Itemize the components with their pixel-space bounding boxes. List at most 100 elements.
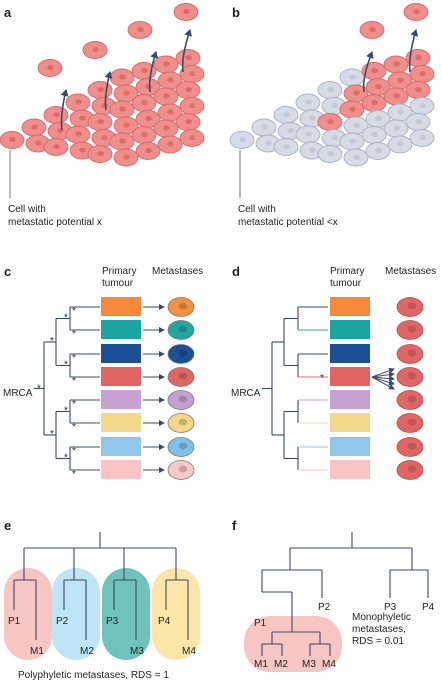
- seeding-arrow: [371, 376, 395, 390]
- cell-nucleus: [123, 90, 130, 96]
- selection-star: *: [64, 406, 68, 417]
- cell-nucleus: [407, 349, 417, 357]
- cell-nucleus: [167, 141, 174, 147]
- metastasis-cell: [167, 437, 195, 457]
- migration-arrow: [60, 89, 69, 131]
- tumour-cell: [361, 62, 387, 80]
- tumour-cell: [361, 94, 387, 112]
- clade-highlight: [4, 568, 52, 660]
- tumour-cell: [65, 93, 91, 112]
- tumour-cell: [87, 145, 113, 163]
- leaf-label: P3: [384, 602, 397, 613]
- tumour-cell: [157, 71, 183, 90]
- primary-tumour-region: [330, 460, 370, 479]
- cell-nucleus: [185, 54, 192, 61]
- cell-nucleus: [327, 150, 334, 157]
- metastasis-cell: [396, 297, 424, 317]
- metastasizing-cell: [173, 3, 199, 21]
- metastasis-cell: [167, 297, 195, 317]
- panel-a: a Cell with metastatic potential x: [0, 3, 205, 228]
- metastasis-cell: [167, 367, 195, 387]
- tumour-cell: [405, 113, 431, 131]
- tumour-cell: [343, 116, 369, 135]
- cell-nucleus: [349, 74, 356, 80]
- tumour-cell: [383, 119, 409, 138]
- cell-nucleus: [189, 102, 196, 109]
- cell-nucleus: [75, 131, 82, 137]
- cell-nucleus: [178, 349, 188, 357]
- tumour-cell: [175, 81, 201, 99]
- tumour-cell: [179, 129, 205, 147]
- leaf-label: M1: [30, 646, 44, 657]
- tumour-cell: [295, 125, 321, 144]
- cell-body: [167, 320, 195, 340]
- cell-nucleus: [353, 154, 360, 160]
- cell-nucleus: [407, 395, 417, 403]
- cell-nucleus: [353, 90, 360, 96]
- seeding-arrow: [371, 367, 395, 378]
- cell-nucleus: [97, 86, 104, 93]
- cell-nucleus: [415, 54, 422, 61]
- cell-nucleus: [178, 465, 188, 473]
- metastasis-cell: [396, 460, 424, 480]
- tumour-cell: [409, 129, 435, 147]
- cell-nucleus: [123, 122, 130, 128]
- cell-body: [396, 437, 424, 457]
- tumour-cell: [175, 113, 201, 131]
- cell-nucleus: [101, 102, 108, 109]
- panel-f-caption-line1: Monophyletic: [352, 612, 411, 623]
- cell-body: [167, 460, 195, 480]
- cell-nucleus: [178, 372, 188, 380]
- metastasis-cell: [167, 390, 195, 410]
- cell-nucleus: [141, 131, 148, 138]
- cell-nucleus: [141, 99, 148, 106]
- cell-nucleus: [283, 143, 290, 150]
- clade-highlight: [244, 616, 342, 672]
- cell-nucleus: [309, 147, 316, 153]
- cell-nucleus: [407, 418, 417, 426]
- cell-nucleus: [189, 134, 196, 141]
- selection-star: *: [72, 446, 76, 457]
- selection-star: *: [64, 313, 68, 324]
- panel-d-rows: [330, 297, 424, 480]
- primary-tumour-region: [330, 413, 370, 432]
- tumour-cell: [343, 148, 369, 167]
- migration-arrow: [148, 51, 159, 93]
- primary-tumour-region: [101, 413, 141, 432]
- cell-nucleus: [79, 115, 86, 121]
- tumour-cell: [179, 97, 205, 115]
- cell-nucleus: [145, 147, 152, 154]
- selection-star: *: [72, 329, 76, 340]
- metastasis-cell: [167, 413, 195, 433]
- cell-body: [396, 390, 424, 410]
- cell-body: [396, 413, 424, 433]
- metastasis-cell: [167, 460, 195, 480]
- cell-nucleus: [309, 115, 316, 121]
- cell-nucleus: [163, 125, 170, 131]
- cell-nucleus: [419, 70, 426, 77]
- panel-a-metastasizing-cells: [37, 3, 199, 131]
- selection-star: *: [72, 422, 76, 433]
- cell-nucleus: [137, 26, 144, 33]
- panel-b-metastasizing-cells: [359, 3, 429, 93]
- metastasizing-cell: [82, 41, 108, 59]
- cell-nucleus: [407, 442, 417, 450]
- panel-c-label: c: [4, 264, 11, 279]
- tumour-cell: [153, 119, 179, 138]
- tumour-cell: [409, 97, 435, 115]
- tumour-cell: [317, 81, 343, 99]
- cell-nucleus: [375, 147, 382, 154]
- cell-nucleus: [407, 325, 417, 333]
- leaf-label: P2: [318, 602, 331, 613]
- cell-nucleus: [119, 74, 126, 80]
- tumour-cell: [339, 68, 365, 87]
- cell-body: [167, 390, 195, 410]
- leaf-label: M3: [302, 659, 316, 670]
- selection-star: *: [64, 453, 68, 464]
- panel-b-caption-line2: metastatic potential <x: [238, 217, 338, 228]
- leaf-label: M1: [254, 659, 268, 670]
- selection-star: *: [37, 384, 41, 395]
- panel-d-header-primary-line2: tumour: [330, 278, 362, 289]
- cell-body: [167, 367, 195, 387]
- tumour-cell: [343, 84, 369, 103]
